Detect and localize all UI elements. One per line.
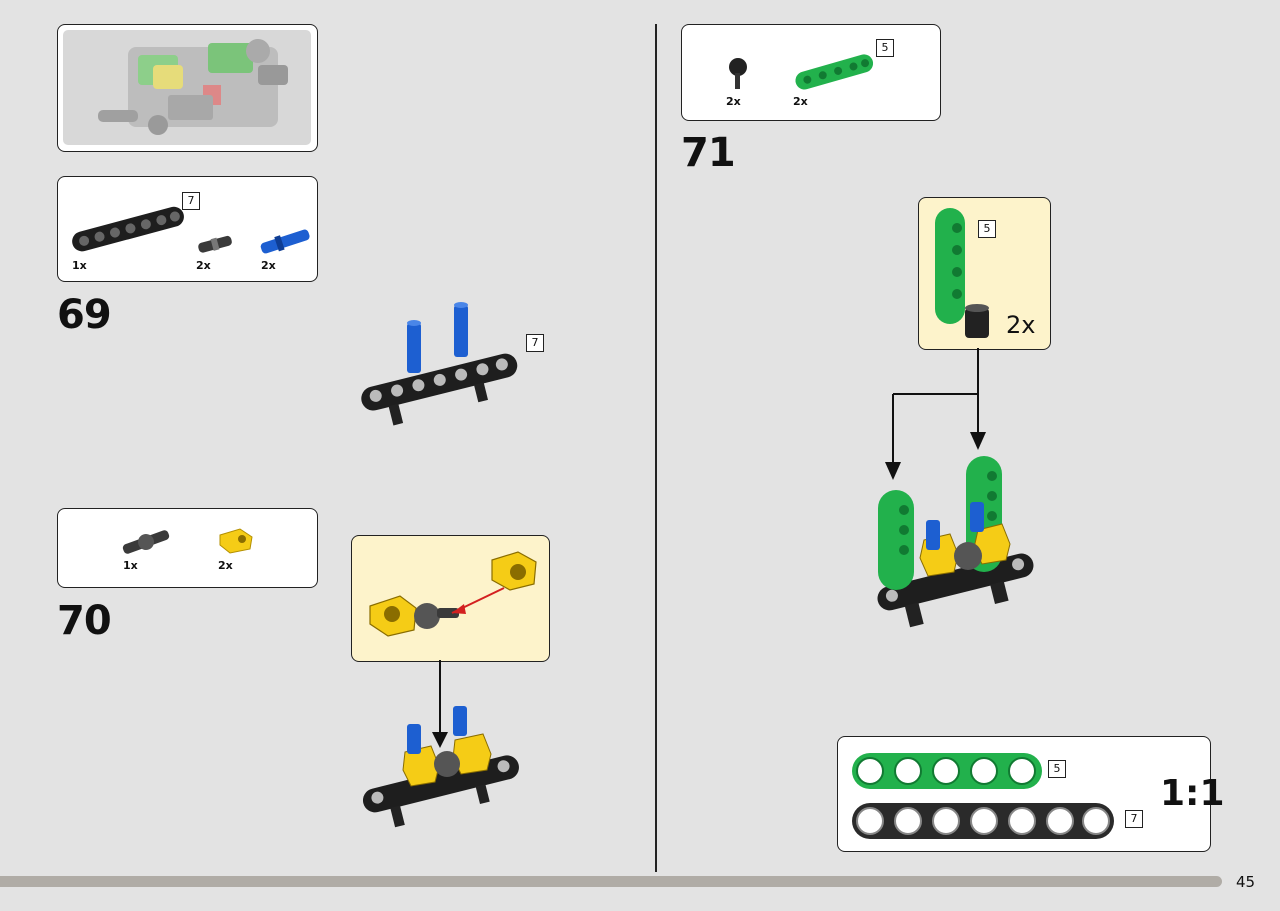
green-beam-scale [852,753,1042,789]
step-71-assembly [877,456,1034,628]
bush-quantity: 2x [726,95,741,108]
chassis-illustration [98,39,288,135]
scale-ratio-label: 1:1 [1160,773,1225,814]
subassembly-illustration [369,551,537,637]
scale-black-length-badge: 7 [1125,810,1143,828]
beam-quantity: 1x [72,259,87,272]
green-beam-quantity: 2x [793,95,808,108]
blue-axle-pin-quantity: 2x [261,259,276,272]
black-pin-quantity: 2x [196,259,211,272]
beam-length-badge: 7 [182,192,200,210]
axle-connector-part [122,530,170,554]
green-beam-with-bush [935,208,989,338]
step-number-71: 71 [681,130,736,176]
black-beam-scale [852,803,1114,839]
step-70-parts-list: 1x 2x [57,508,318,588]
scale-green-length-badge: 5 [1048,760,1066,778]
footer-bar [0,876,1222,887]
assembly-69-length-badge: 7 [526,334,544,352]
callout-arrow-70 [432,660,448,748]
step-70-assembly [362,706,519,828]
green-beam-5-part [795,54,874,90]
step-71-parts-list: 2x 2x 5 [681,24,941,121]
scale-reference-box: 5 7 1:1 [837,736,1225,852]
yellow-connector-quantity: 2x [218,559,233,572]
previous-assembly-thumbnail [57,24,318,152]
step-71-subassembly-callout: 5 2x [918,197,1051,350]
page-number: 45 [1236,873,1256,891]
green-beam-length-badge: 5 [876,39,894,57]
callout-71-quantity: 2x [1006,311,1036,339]
step-number-70: 70 [57,598,112,644]
black-pin-part [198,235,232,253]
black-beam-7-part [72,206,184,252]
yellow-connector-part [219,528,253,554]
step-70-subassembly-callout [351,535,550,662]
axle-connector-quantity: 1x [123,559,138,572]
step-number-69: 69 [57,292,112,338]
step-69-parts-list: 7 1x 2x 2x [57,176,318,282]
step-69-assembly [361,302,518,426]
blue-axle-pin-part [260,229,310,254]
black-bush-part [729,58,747,89]
callout-arrows-71 [885,348,986,480]
page-divider [655,24,657,872]
callout-71-length-badge: 5 [978,220,996,238]
